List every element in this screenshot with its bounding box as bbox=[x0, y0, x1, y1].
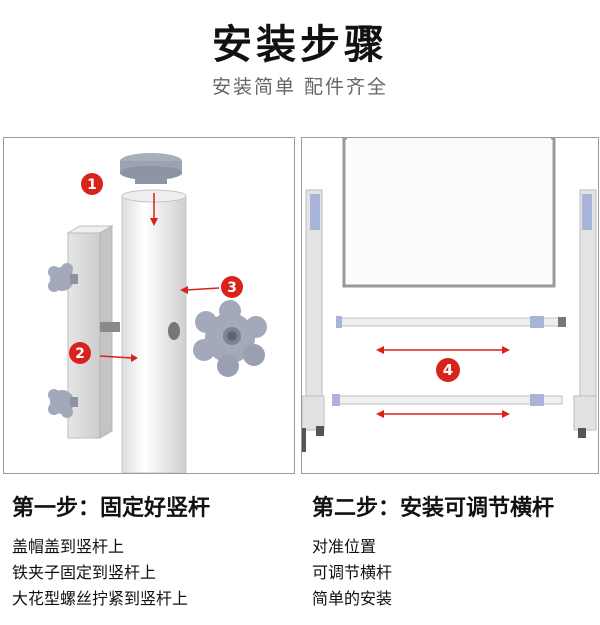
marker-1: 1 bbox=[81, 173, 103, 195]
arrow-4-upper bbox=[376, 346, 510, 354]
marker-2: 2 bbox=[69, 342, 91, 364]
pole-cap bbox=[120, 153, 182, 184]
whiteboard bbox=[342, 138, 556, 288]
step1-line: 盖帽盖到竖杆上 bbox=[12, 537, 125, 556]
arrow-3 bbox=[180, 286, 220, 294]
step1-line: 铁夹子固定到竖杆上 bbox=[12, 563, 157, 582]
step2-title: 第二步：安装可调节横杆 bbox=[312, 496, 555, 521]
step1-description: 盖帽盖到竖杆上 铁夹子固定到竖杆上 大花型螺丝拧紧到竖杆上 bbox=[12, 534, 188, 612]
arrow-4-lower bbox=[376, 410, 510, 418]
step2-line: 简单的安装 bbox=[312, 589, 393, 608]
arrow-1 bbox=[150, 193, 158, 226]
page-subtitle: 安装简单 配件齐全 bbox=[211, 76, 389, 98]
svg-text:2: 2 bbox=[75, 346, 85, 362]
flower-screw bbox=[193, 300, 267, 377]
svg-text:4: 4 bbox=[443, 361, 453, 379]
arrow-2 bbox=[99, 354, 138, 362]
step2-description: 对准位置 可调节横杆 简单的安装 bbox=[312, 534, 392, 612]
step1-line: 大花型螺丝拧紧到竖杆上 bbox=[12, 589, 189, 608]
step1-illustration: 1 2 3 bbox=[3, 137, 295, 474]
crossbar-assembly-diagram: 4 bbox=[302, 138, 597, 452]
svg-text:1: 1 bbox=[87, 177, 97, 193]
step1-title: 第一步：固定好竖杆 bbox=[12, 496, 211, 521]
marker-4: 4 bbox=[436, 358, 460, 382]
pole-assembly-diagram: 1 2 3 bbox=[48, 153, 267, 473]
knob-top bbox=[48, 263, 78, 292]
lower-crossbar bbox=[332, 394, 563, 406]
svg-text:3: 3 bbox=[227, 280, 237, 296]
page-title: 安装步骤 bbox=[212, 21, 388, 68]
knob-bottom bbox=[48, 389, 78, 418]
upper-crossbar bbox=[336, 316, 566, 328]
marker-3: 3 bbox=[221, 276, 243, 298]
step2-illustration: 4 bbox=[301, 137, 599, 474]
step2-line: 可调节横杆 bbox=[312, 563, 393, 582]
step2-line: 对准位置 bbox=[312, 537, 377, 556]
left-stand bbox=[302, 189, 325, 452]
right-stand bbox=[573, 189, 597, 438]
